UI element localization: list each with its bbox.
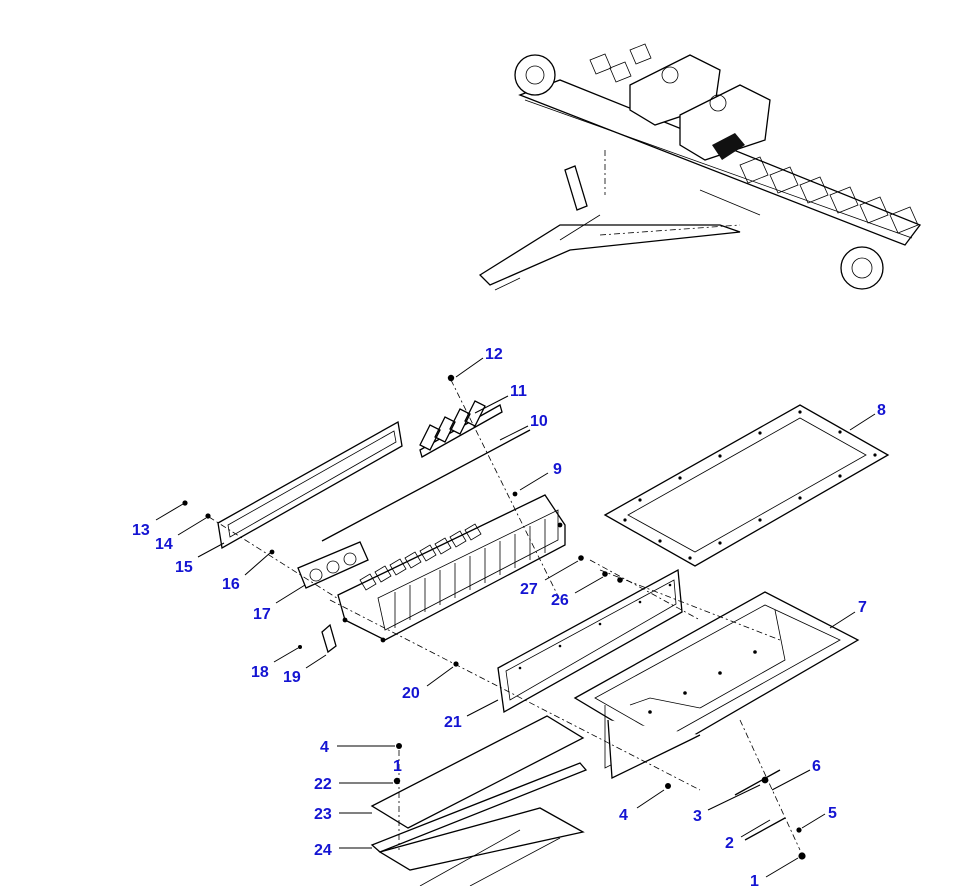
callout-16: 16 bbox=[222, 576, 240, 593]
part-11-shutter bbox=[419, 400, 503, 458]
callout-18: 18 bbox=[251, 664, 269, 681]
callout-8: 8 bbox=[877, 402, 886, 419]
part-19-bracket bbox=[321, 623, 337, 654]
callout-11: 11 bbox=[510, 383, 527, 400]
callout-12: 12 bbox=[485, 346, 503, 363]
part-3-rod bbox=[734, 769, 781, 796]
part-21-gasket bbox=[497, 568, 683, 714]
callout-14: 14 bbox=[155, 536, 173, 553]
callout-21: 21 bbox=[444, 714, 462, 731]
exploded-assembly bbox=[182, 374, 890, 886]
planter-overview-illustration bbox=[478, 43, 922, 291]
part-15-gasket bbox=[217, 420, 403, 550]
callout-15: 15 bbox=[175, 559, 193, 576]
callout-3: 3 bbox=[693, 808, 702, 825]
right-wheel-icon bbox=[840, 246, 884, 290]
callout-6: 6 bbox=[812, 758, 821, 775]
callout-2: 2 bbox=[725, 835, 734, 852]
part-23-plate bbox=[370, 715, 585, 829]
callout-9: 9 bbox=[553, 461, 562, 478]
callout-leaders bbox=[155, 357, 876, 878]
callout-17: 17 bbox=[253, 606, 271, 623]
part-17-agitator bbox=[297, 541, 369, 589]
callout-22: 22 bbox=[314, 776, 332, 793]
part-7-hopper-pan bbox=[573, 591, 860, 780]
callout-27: 27 bbox=[520, 581, 538, 598]
callout-5: 5 bbox=[828, 805, 837, 822]
part-24-slide-plate bbox=[370, 762, 588, 886]
callout-1-top: 1 bbox=[393, 758, 402, 775]
left-wheel-icon bbox=[514, 54, 556, 96]
part-2-pin bbox=[744, 817, 786, 841]
callout-24: 24 bbox=[314, 842, 332, 859]
fasteners bbox=[182, 374, 806, 860]
callout-26: 26 bbox=[551, 592, 569, 609]
callout-10: 10 bbox=[530, 413, 548, 430]
callout-4-right: 4 bbox=[619, 807, 628, 824]
callout-1-bottom: 1 bbox=[750, 873, 759, 886]
callout-4-left: 4 bbox=[320, 739, 329, 756]
callout-13: 13 bbox=[132, 522, 150, 539]
callout-labels: 12 11 10 8 9 13 14 15 16 17 27 26 7 18 1… bbox=[132, 346, 886, 886]
callout-23: 23 bbox=[314, 806, 332, 823]
callout-7: 7 bbox=[858, 599, 867, 616]
part-10-shaft bbox=[321, 429, 531, 542]
part-9-meter-housing bbox=[337, 491, 566, 643]
part-8-flange-frame bbox=[603, 404, 890, 567]
callout-19: 19 bbox=[283, 669, 301, 686]
callout-20: 20 bbox=[402, 685, 420, 702]
hopper-right bbox=[679, 84, 771, 161]
